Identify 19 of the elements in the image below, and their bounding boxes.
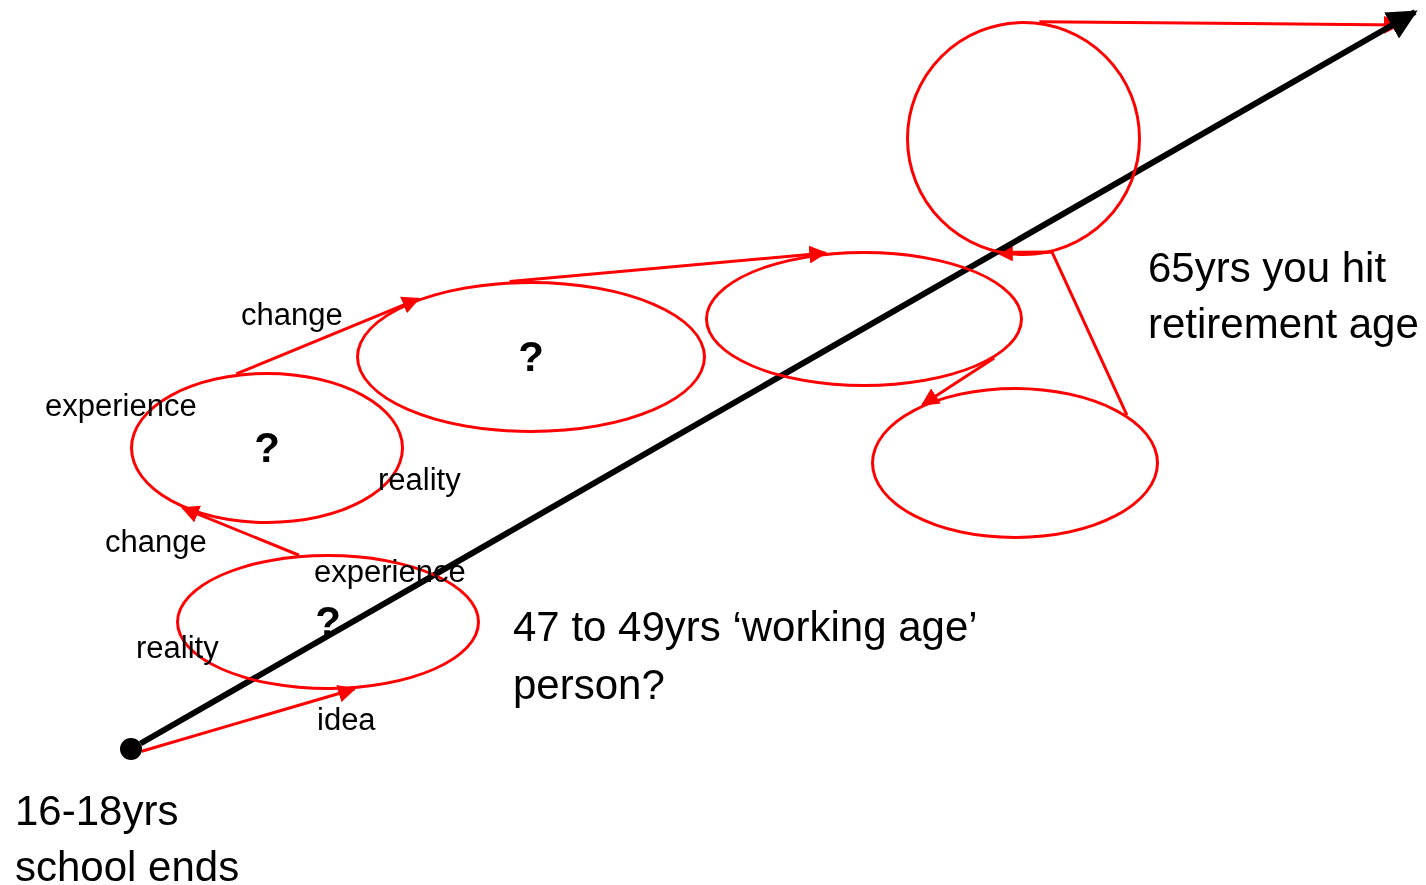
arrow [235,296,421,376]
annotation-text: 47 to 49yrs ‘working age’ person? [513,602,978,710]
edge-label: idea [317,702,376,738]
question-mark: ? [518,333,544,381]
edge-label: change [241,297,343,333]
caption-text: 16-18yrs school ends [15,786,241,885]
start-dot [120,738,142,760]
arrow [141,684,357,753]
ellipse [871,387,1159,539]
arrow [920,356,996,407]
question-mark: ? [254,424,280,472]
arrow [509,245,828,284]
ellipse [356,281,706,433]
circle [905,20,1141,256]
ellipse [705,251,1023,387]
edge-label: change [105,524,207,560]
arrow [139,9,1418,747]
annotation-text: 65yrs you hit retirement age [1148,243,1420,349]
arrow [181,505,300,557]
